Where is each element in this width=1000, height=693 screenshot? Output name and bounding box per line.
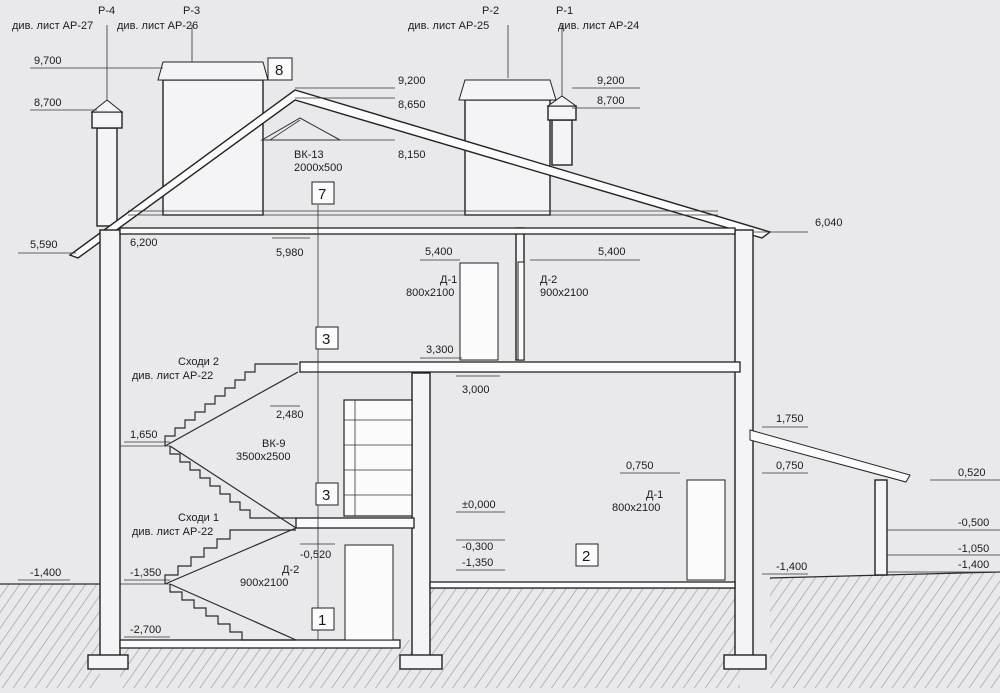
level-mark: -1,050 xyxy=(958,543,989,555)
level-mark: 2,480 xyxy=(276,409,304,421)
level-mark: -0,520 xyxy=(300,549,331,561)
dimension-leaders xyxy=(18,25,1000,640)
chimney-labels: Р-4 див. лист АР-27 Р-3 див. лист АР-26 … xyxy=(12,5,639,32)
chimney-p4-ref: див. лист АР-27 xyxy=(12,20,93,32)
level-mark: 0,520 xyxy=(958,467,986,479)
level-mark: -1,400 xyxy=(958,559,989,571)
chimney-p1-ref: див. лист АР-24 xyxy=(558,20,639,32)
level-mark: 0,750 xyxy=(626,460,654,472)
level-mark: 3,000 xyxy=(462,384,490,396)
level-mark: 3,300 xyxy=(426,344,454,356)
room-tag: 3 xyxy=(322,331,330,348)
level-mark: 8,700 xyxy=(34,97,62,109)
chimney-p2-ref: див. лист АР-25 xyxy=(408,20,489,32)
door-d1-upper-size: 800х2100 xyxy=(406,287,454,299)
level-mark: 0,750 xyxy=(776,460,804,472)
stair2-name: Сходи 2 xyxy=(178,356,219,368)
level-mark: 8,150 xyxy=(398,149,426,161)
level-mark: 9,200 xyxy=(398,75,426,87)
door-d2-upper-size: 900х2100 xyxy=(540,287,588,299)
door-d2-lower xyxy=(344,544,394,641)
level-mark: ±0,000 xyxy=(462,499,496,511)
door-d1-lower-size: 800х2100 xyxy=(612,502,660,514)
door-d1-upper xyxy=(459,262,499,361)
level-mark: 9,200 xyxy=(597,75,625,87)
room-tag: 3 xyxy=(322,487,330,504)
level-mark: -1,350 xyxy=(462,557,493,569)
chimney-p3-mark: Р-3 xyxy=(183,5,200,17)
room-tag: 8 xyxy=(275,62,283,79)
level-marks: 9,700 8,700 9,200 8,650 8,150 9,200 8,70… xyxy=(30,55,989,636)
room-tag: 2 xyxy=(582,548,590,565)
stair1-ref: див. лист АР-22 xyxy=(132,526,213,538)
chimney-p1 xyxy=(546,95,578,166)
door-d2-lower-size: 900х2100 xyxy=(240,577,288,589)
vk9-size: 3500х2500 xyxy=(236,451,290,463)
level-mark: 8,650 xyxy=(398,99,426,111)
level-mark: 5,400 xyxy=(425,246,453,258)
level-mark: -1,350 xyxy=(130,567,161,579)
level-mark: -0,300 xyxy=(462,541,493,553)
door-d2-upper-mark: Д-2 xyxy=(540,274,557,286)
level-mark: -1,400 xyxy=(30,567,61,579)
slabs xyxy=(119,227,911,649)
chimney-p4-mark: Р-4 xyxy=(98,5,115,17)
door-d2-upper xyxy=(517,261,525,361)
room-tag: 7 xyxy=(318,186,326,203)
door-d1-lower xyxy=(686,479,726,581)
level-mark: 8,700 xyxy=(597,95,625,107)
room-tags: 8 7 3 3 2 1 xyxy=(267,57,599,631)
room-tag: 1 xyxy=(318,612,326,629)
chimney-p4 xyxy=(90,99,124,227)
level-mark: -0,500 xyxy=(958,517,989,529)
level-mark: 1,750 xyxy=(776,413,804,425)
chimney-p3-ref: див. лист АР-26 xyxy=(117,20,198,32)
level-mark: 6,040 xyxy=(815,217,843,229)
walls xyxy=(87,227,888,670)
level-mark: 9,700 xyxy=(34,55,62,67)
stair2-ref: див. лист АР-22 xyxy=(132,370,213,382)
door-d2-lower-mark: Д-2 xyxy=(282,564,299,576)
level-mark: -2,700 xyxy=(130,624,161,636)
vk13-mark: ВК-13 xyxy=(294,149,324,161)
chimney-p1-mark: Р-1 xyxy=(556,5,573,17)
level-mark: 5,590 xyxy=(30,239,58,251)
roof xyxy=(68,89,772,259)
level-mark: 5,400 xyxy=(598,246,626,258)
door-d1-lower-mark: Д-1 xyxy=(646,489,663,501)
chimney-p3 xyxy=(157,61,269,216)
window-vk9 xyxy=(343,399,413,517)
vk9-mark: ВК-9 xyxy=(262,438,286,450)
stairs xyxy=(164,363,299,641)
stair1-name: Сходи 1 xyxy=(178,512,219,524)
level-mark: 1,650 xyxy=(130,429,158,441)
vk13-size: 2000х500 xyxy=(294,162,342,174)
element-labels: ВК-13 2000х500 ВК-9 3500х2500 Д-1 800х21… xyxy=(132,149,663,589)
level-mark: -1,400 xyxy=(776,561,807,573)
door-d1-upper-mark: Д-1 xyxy=(440,274,457,286)
chimney-p2-mark: Р-2 xyxy=(482,5,499,17)
level-mark: 5,980 xyxy=(276,247,304,259)
level-mark: 6,200 xyxy=(130,237,158,249)
